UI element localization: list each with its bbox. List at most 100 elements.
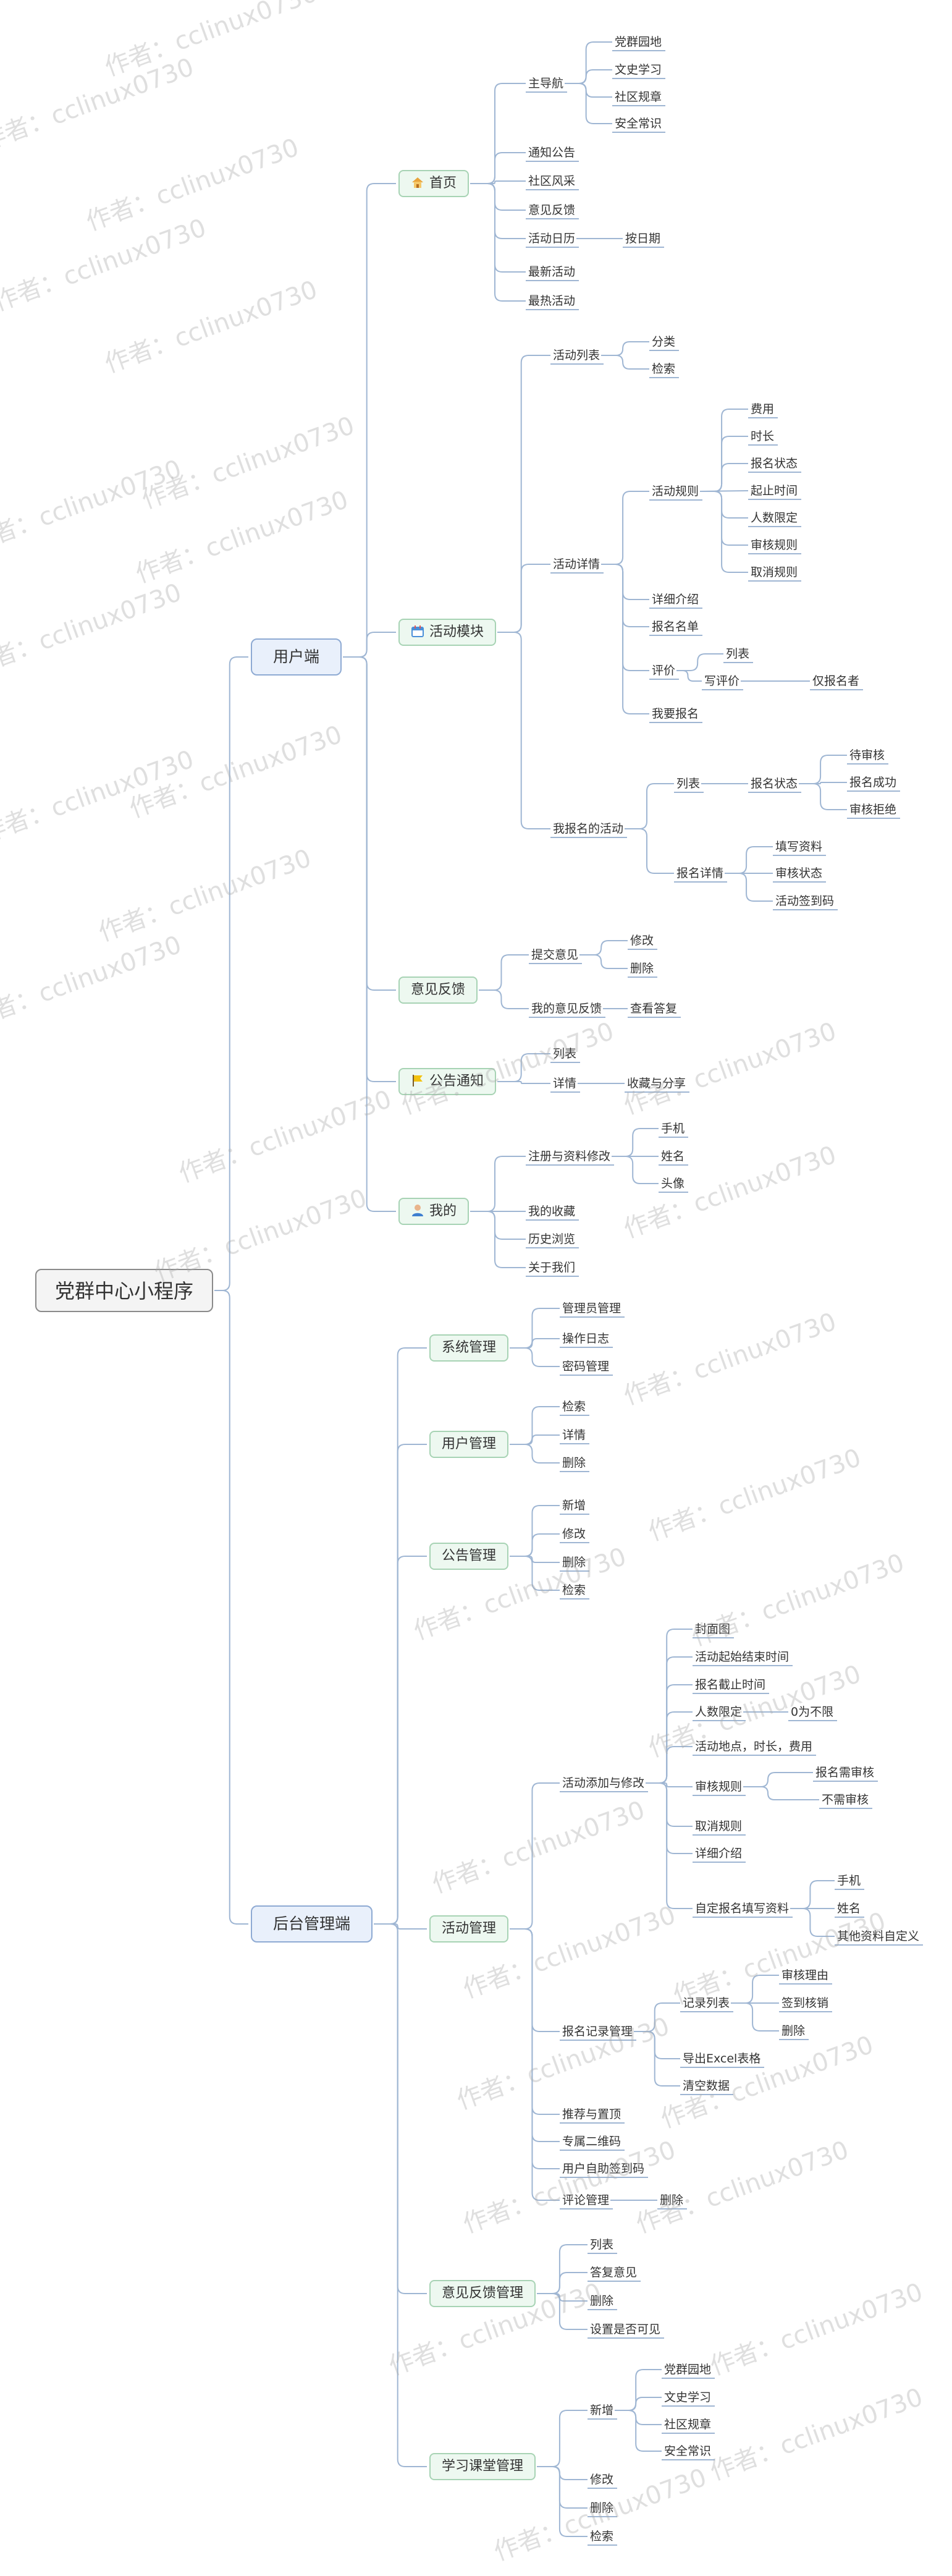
connector-line (510, 1928, 560, 2115)
connector-line (537, 2244, 588, 2294)
connector-line (612, 1128, 659, 1157)
node-nav-item: 安全常识 (615, 116, 662, 131)
node-notices-item: 修改 (562, 1527, 586, 1541)
connector-line (615, 2397, 662, 2411)
node-label: 仅报名者 (812, 674, 860, 688)
connector-line (470, 1156, 526, 1212)
node-label: 清空数据 (683, 2079, 730, 2093)
node-label: 评价 (652, 664, 676, 677)
connector-line (601, 341, 649, 356)
node-comment-delete: 删除 (660, 2193, 683, 2208)
node-label: 起止时间 (751, 484, 798, 498)
node-label: 取消规则 (751, 566, 798, 579)
connector-line (343, 632, 396, 658)
branch-admin-side: 后台管理端 (251, 1905, 373, 1943)
node-study-item: 删除 (590, 2501, 613, 2515)
node-submit-item: 修改 (630, 933, 654, 948)
node-notice-item: 详情 (553, 1076, 576, 1091)
connector-line (700, 463, 748, 492)
connector-line (646, 1782, 693, 1854)
node-label: 党群园地 (615, 35, 662, 49)
node-collect-share: 收藏与分享 (627, 1076, 686, 1091)
connector-line (579, 954, 628, 969)
node-edit-item: 审核规则 (695, 1779, 742, 1794)
node-label: 时长 (751, 430, 775, 443)
node-label: 姓名 (661, 1150, 685, 1163)
connector-line (634, 2031, 680, 2059)
connector-line (565, 41, 612, 84)
connector-line (343, 656, 396, 1212)
connector-line (731, 1975, 779, 2004)
node-label: 密码管理 (562, 1360, 610, 1373)
connector-line (601, 564, 649, 671)
connector-line (725, 873, 773, 902)
node-label: 用户自助签到码 (562, 2162, 645, 2176)
node-label: 报名详情 (676, 866, 724, 880)
node-list-item: 检索 (652, 362, 675, 376)
node-edit-item: 人数限定 (695, 1705, 742, 1719)
node-label: 不需审核 (822, 1793, 869, 1807)
node-label: 人数限定 (695, 1705, 743, 1719)
connector-line (646, 1684, 693, 1784)
node-reg-item: 手机 (661, 1121, 685, 1136)
connector-line (470, 183, 526, 273)
node-label: 封面图 (695, 1622, 731, 1636)
connector-line (537, 2272, 588, 2294)
node-label: 学习课堂管理 (442, 2459, 524, 2474)
connector-line (743, 1786, 819, 1800)
node-me-item: 我的收藏 (528, 1204, 575, 1219)
node-clear-data: 清空数据 (683, 2078, 730, 2093)
node-status-item: 待审核 (849, 748, 885, 763)
connector-line (497, 564, 550, 633)
node-label: 我要报名 (652, 707, 699, 721)
connector-line (625, 783, 674, 829)
node-label: 人数限定 (751, 511, 798, 525)
node-label: 评论管理 (562, 2193, 610, 2207)
node-me: 我的 (398, 1198, 470, 1225)
node-label: 检索 (590, 2530, 614, 2543)
node-rule-item: 审核规则 (751, 538, 798, 553)
node-record-list-item: 签到核销 (781, 1996, 828, 2010)
node-limit-note: 0为不限 (791, 1705, 833, 1719)
connector-line (537, 2410, 588, 2467)
node-activity-other: 用户自助签到码 (562, 2161, 644, 2176)
connector-line (510, 1338, 560, 1349)
node-label: 我的 (429, 1203, 457, 1219)
connector-line (374, 1444, 427, 1925)
node-home-item: 社区风采 (528, 174, 575, 189)
node-label: 检索 (562, 1400, 586, 1413)
node-notices-item: 新增 (562, 1498, 586, 1513)
node-label: 待审核 (849, 748, 885, 762)
node-label: 公告通知 (429, 1074, 484, 1089)
node-activity-admin: 活动管理 (429, 1915, 509, 1943)
connector-line (510, 1444, 560, 1464)
node-activity-edit: 活动添加与修改 (562, 1776, 644, 1790)
node-label: 活动列表 (553, 349, 600, 362)
node-label: 审核拒绝 (849, 803, 897, 816)
connector-line (700, 491, 748, 519)
node-label: 删除 (562, 1556, 586, 1569)
node-label: 列表 (590, 2238, 614, 2252)
connector-line (470, 83, 526, 184)
node-my-status: 报名状态 (751, 776, 798, 791)
root-node: 党群中心小程序 (35, 1269, 214, 1312)
node-home-item: 活动日历 (528, 231, 575, 246)
connector-line (646, 1629, 693, 1784)
node-activity-other: 评论管理 (562, 2193, 609, 2208)
node-detail-item: 填写资料 (775, 839, 822, 854)
node-feedback-item: 列表 (590, 2237, 613, 2252)
node-users-item: 检索 (562, 1399, 586, 1414)
node-label: 新增 (562, 1499, 586, 1512)
node-label: 主导航 (528, 77, 564, 90)
node-label: 收藏与分享 (627, 1077, 686, 1090)
node-label: 党群园地 (664, 2363, 712, 2376)
connector-line (510, 1434, 560, 1445)
node-label: 文史学习 (664, 2391, 712, 2404)
node-label: 活动起始结束时间 (695, 1650, 790, 1664)
connector-line (470, 183, 526, 211)
node-calendar-sub: 按日期 (625, 231, 660, 246)
node-activity-other: 推荐与置顶 (562, 2107, 621, 2122)
node-label: 用户管理 (442, 1436, 497, 1452)
node-detail-item: 活动签到码 (775, 894, 834, 909)
